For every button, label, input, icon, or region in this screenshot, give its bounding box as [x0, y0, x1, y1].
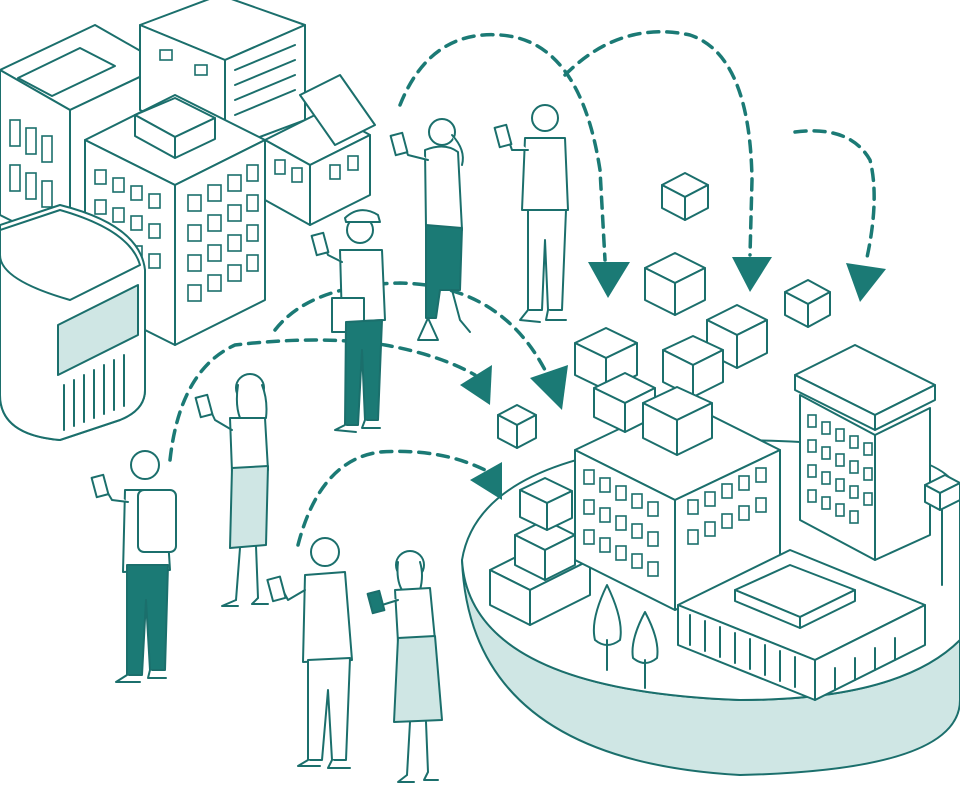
data-cube-icon	[642, 386, 713, 456]
data-cube-icon	[706, 304, 768, 369]
data-cube-icon	[497, 404, 537, 449]
arrowhead-icon	[470, 462, 502, 500]
street-sign-icon	[924, 474, 960, 586]
data-cube-icon	[662, 335, 724, 398]
data-cube-icon	[644, 252, 706, 316]
person-with-smartphone-icon	[194, 373, 269, 607]
house-icon	[264, 74, 376, 226]
person-with-smartphone-icon	[493, 104, 569, 323]
person-with-smartphone-icon	[90, 450, 177, 683]
tree-icon	[592, 584, 659, 689]
tower-building-icon	[139, 0, 306, 151]
data-cube-icon	[593, 372, 656, 433]
person-with-smartphone-icon	[389, 118, 471, 341]
data-cube-icon	[661, 172, 709, 221]
data-flow-arrows	[168, 30, 886, 547]
arrowhead-icon	[530, 365, 568, 410]
arrowhead-icon	[588, 262, 630, 298]
data-cube-icon	[784, 279, 831, 328]
arrowhead-icon	[846, 263, 886, 302]
rounded-building-icon	[0, 204, 146, 441]
people	[90, 104, 569, 783]
low-building-icon	[677, 549, 926, 701]
person-with-smartphone-icon	[366, 550, 443, 783]
arrowhead-icon	[732, 257, 772, 292]
floating-data-cubes	[497, 172, 831, 456]
arrowhead-icon	[460, 365, 492, 405]
right-tower-building-icon	[794, 344, 936, 561]
person-with-smartphone-icon	[310, 209, 386, 433]
data-platform-city	[461, 344, 960, 776]
source-city	[0, 0, 376, 441]
person-with-smartphone-icon	[266, 537, 353, 769]
